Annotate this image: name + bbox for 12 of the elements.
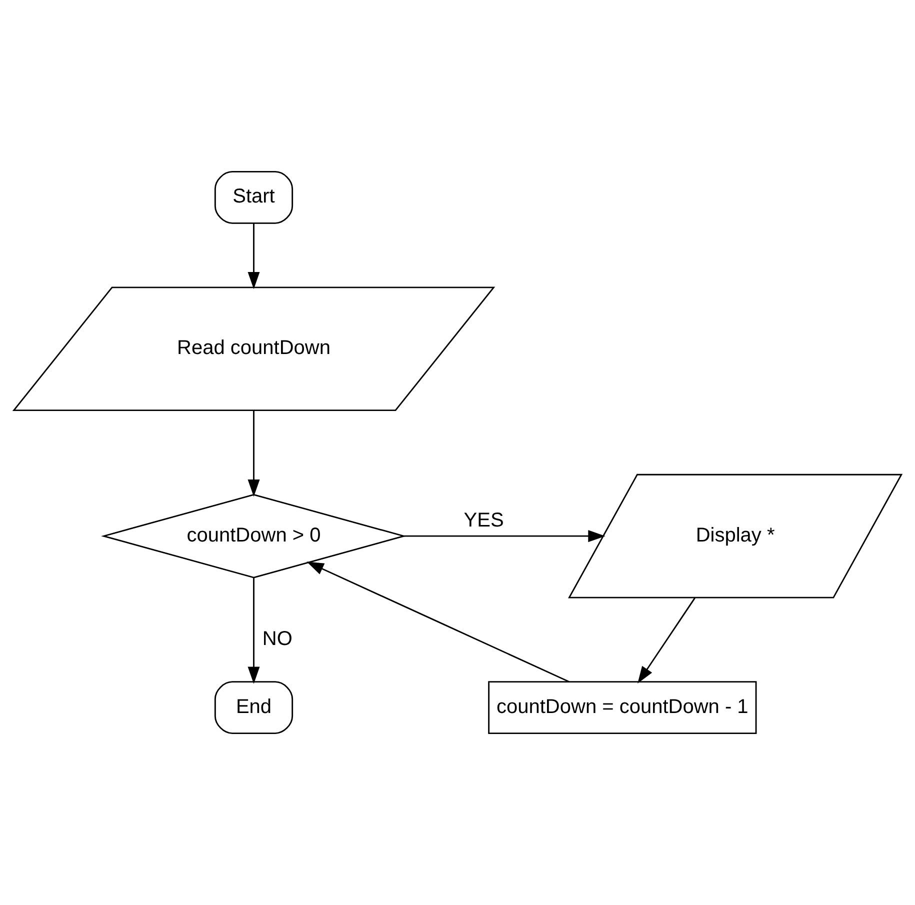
arrow [638, 598, 696, 684]
node-box: Start [214, 171, 294, 224]
node-box: countDown = countDown - 1 [488, 681, 757, 734]
arrow [248, 410, 260, 497]
node-diamond: countDown > 0 [101, 494, 406, 578]
edge-label: YES [464, 509, 504, 532]
arrow [404, 530, 606, 542]
arrow [248, 223, 260, 290]
arrow [306, 562, 570, 682]
edge-label: NO [262, 628, 292, 650]
node-box: End [214, 681, 294, 734]
arrow [248, 578, 260, 684]
